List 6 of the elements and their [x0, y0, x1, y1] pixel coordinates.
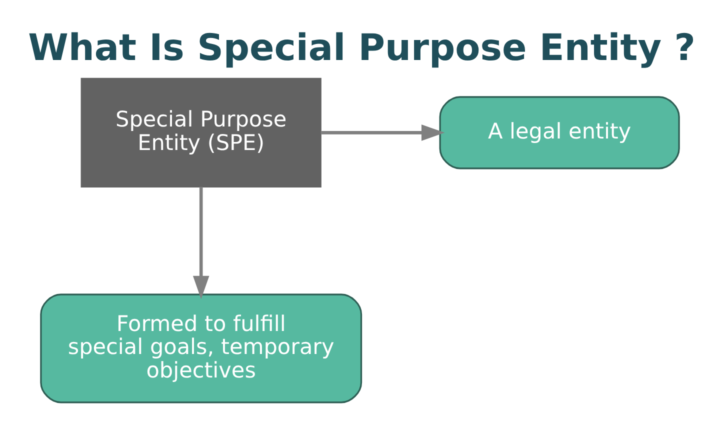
- node-box: Formed to fulfill special goals, temporary objectives: [40, 293, 362, 403]
- arrow: [192, 186, 210, 299]
- diagram-title: What Is Special Purpose Entity ?: [28, 25, 696, 68]
- node-box: Special Purpose Entity (SPE): [80, 77, 322, 187]
- node-box: A legal entity: [439, 96, 680, 169]
- arrow: [320, 124, 445, 140]
